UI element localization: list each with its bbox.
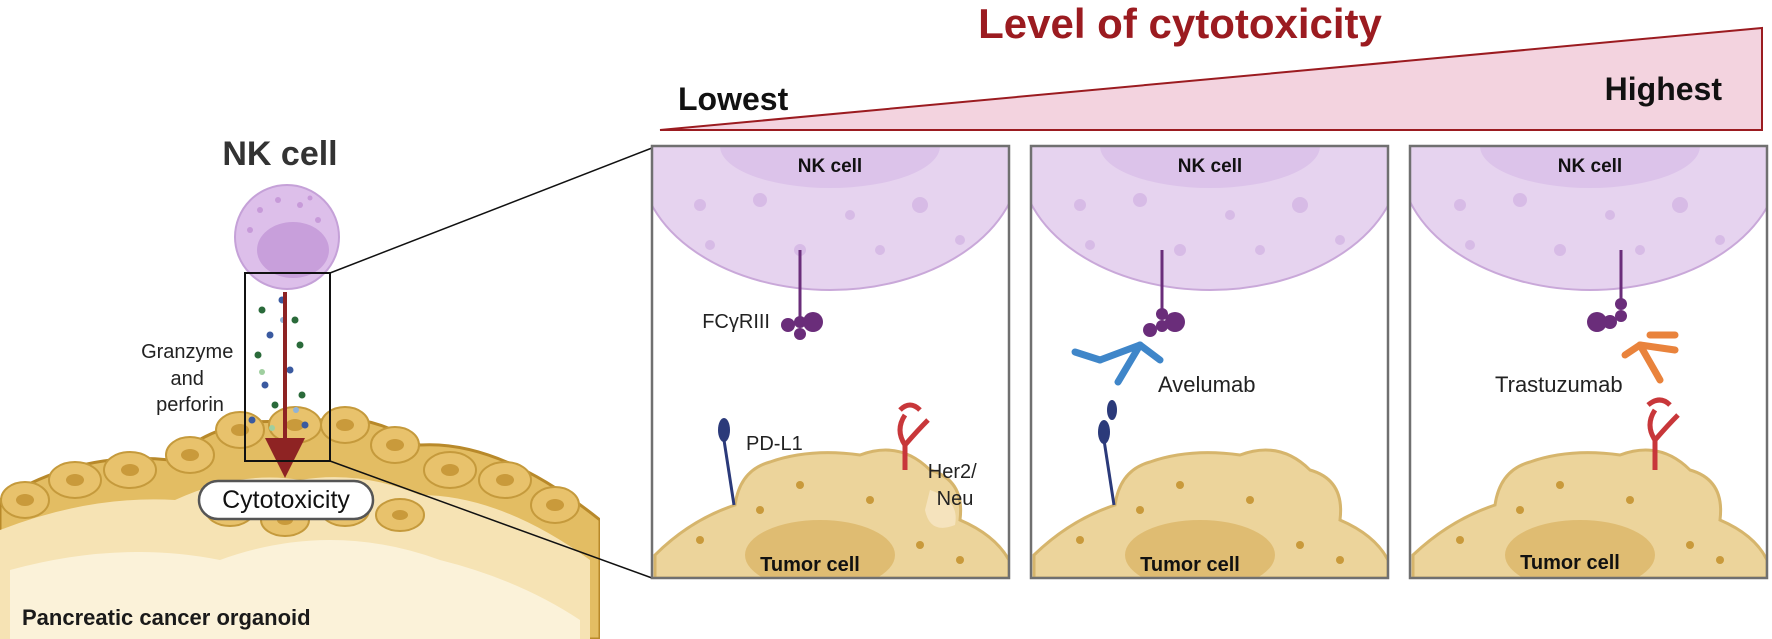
panel-2-avelumab-antibody: [1071, 341, 1164, 386]
panel-1-pdl1: [718, 418, 736, 506]
panel-2: NK cell Avelumab Tumor cell: [1029, 144, 1390, 580]
panel-1: NK cell FCγRIII PD-L1 Her2/ Neu Tumor ce…: [650, 144, 1011, 580]
panel-2-nk-cell: [1031, 146, 1388, 291]
panel-1-fcgriii-label: FCγRIII: [702, 311, 770, 333]
panel-1-pdl1-label: PD-L1: [746, 433, 803, 455]
panel-2-pdl1: [1098, 400, 1117, 506]
panel-3-nk-cell: [1410, 146, 1767, 291]
organoid: [0, 406, 600, 639]
panel-3-tumor-label: Tumor cell: [1520, 552, 1620, 574]
panel-3-tumor-cell: [1411, 448, 1767, 578]
panel-2-fcgriii-receptor: [1143, 250, 1185, 337]
panel-3-fcgriii-receptor: [1587, 250, 1627, 332]
granzyme-granules: [248, 296, 309, 431]
left-nk-cell: [234, 184, 340, 290]
gradient-wedge: [659, 26, 1763, 131]
panel-1-her2-label: Her2/ Neu: [928, 461, 982, 510]
panel-3-nk-label: NK cell: [1558, 156, 1622, 177]
organoid-label: Pancreatic cancer organoid: [22, 605, 311, 630]
panel-3-her2: [1646, 397, 1680, 470]
panel-2-avelumab-label: Avelumab: [1158, 372, 1255, 397]
panel-1-nk-label: NK cell: [798, 156, 862, 177]
panel-3-trastuzumab-antibody: [1621, 331, 1679, 384]
panel-1-her2: [897, 402, 930, 470]
gradient-high-label: Highest: [1605, 71, 1723, 107]
cytotoxicity-pill: [197, 479, 375, 521]
zoom-connector-top: [329, 147, 653, 274]
left-nk-title: NK cell: [222, 135, 337, 173]
cytotoxicity-label: Cytotoxicity: [222, 486, 350, 514]
panel-2-nk-label: NK cell: [1178, 156, 1242, 177]
zoom-box: [244, 272, 331, 462]
gradient-low-label: Lowest: [678, 81, 789, 117]
gradient-title: Level of cytotoxicity: [978, 0, 1382, 47]
panel-1-tumor-label: Tumor cell: [760, 554, 860, 576]
panel-3: NK cell Trastuzumab Tumor cell: [1408, 144, 1769, 580]
granzyme-label: Granzyme and perforin: [141, 341, 239, 416]
zoom-connector-bottom: [329, 460, 653, 579]
panel-1-fcgriii-receptor: [781, 250, 823, 340]
panel-3-trastuzumab-label: Trastuzumab: [1495, 372, 1623, 397]
panel-2-tumor-label: Tumor cell: [1140, 554, 1240, 576]
cytotoxicity-gradient: [659, 26, 1763, 131]
panel-1-nk-cell: [652, 146, 1009, 291]
